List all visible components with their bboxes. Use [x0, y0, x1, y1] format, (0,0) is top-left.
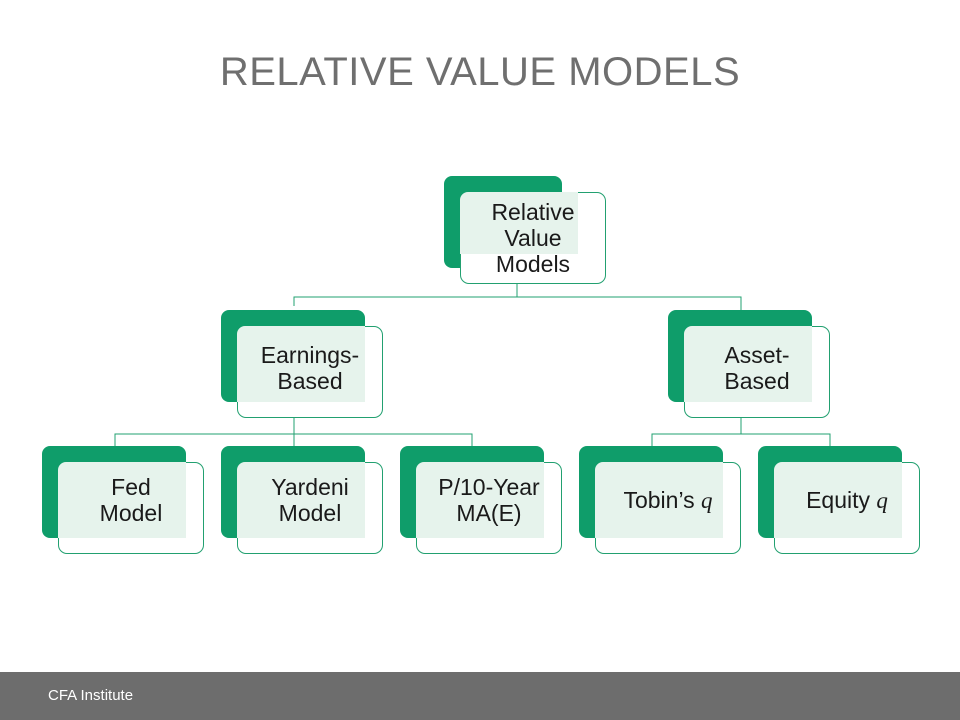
node-equity-q: Equity q	[758, 446, 920, 554]
node-label-variable: q	[701, 487, 713, 513]
node-label-line: Model	[278, 500, 342, 526]
node-yardeni-model: Yardeni Model	[221, 446, 383, 554]
footer-brand: CFA Institute	[48, 687, 134, 704]
node-label-line: Earnings-	[260, 342, 360, 368]
connector-asset-bar	[651, 433, 831, 446]
connector-level2-bar	[293, 296, 742, 310]
node-label-line: Value	[504, 225, 562, 251]
node-p10-year-ma-e: P/10-Year MA(E)	[400, 446, 562, 554]
node-label-line: Model	[99, 500, 163, 526]
node-label-line: Relative	[491, 199, 575, 225]
node-asset-based: Asset- Based	[668, 310, 830, 418]
node-label-line: Asset-	[724, 342, 790, 368]
node-label-line: Yardeni	[271, 474, 349, 500]
node-earnings-based: Earnings- Based	[221, 310, 383, 418]
node-label-line: Fed	[111, 474, 151, 500]
node-label-line: Based	[724, 368, 790, 394]
page-title: RELATIVE VALUE MODELS	[219, 50, 741, 94]
footer-bar: CFA Institute	[0, 672, 960, 720]
node-label-line: P/10-Year	[438, 474, 540, 500]
node-label-line: Models	[495, 251, 571, 277]
node-label-line: Based	[277, 368, 343, 394]
node-label-line: MA(E)	[456, 500, 522, 526]
node-label-text: Equity	[806, 486, 877, 513]
node-relative-value-models: Relative Value Models	[444, 176, 606, 284]
node-tobins-q: Tobin’s q	[579, 446, 741, 554]
node-label-variable: q	[876, 487, 888, 513]
node-fed-model: Fed Model	[42, 446, 204, 554]
node-label-text: Tobin’s	[623, 486, 702, 513]
